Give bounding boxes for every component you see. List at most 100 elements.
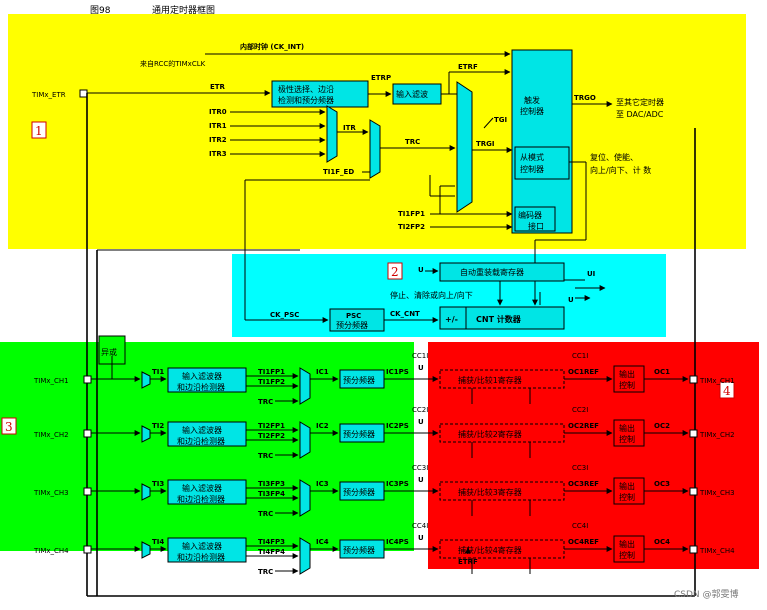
label-icps1: IC1PS (386, 368, 409, 376)
label-ch3-fp-a: TI3FP3 (258, 480, 285, 488)
block-psc-text: 预分频器 (336, 320, 368, 330)
mux-ti4 (141, 541, 151, 559)
label-slave-note-2: 向上/向下、计 数 (590, 165, 651, 175)
block-input-filter-text: 输入滤波 (396, 89, 428, 99)
label-ch2-fp-b: TI2FP2 (258, 432, 285, 440)
label-ocref3: OC3REF (568, 480, 599, 488)
block-output-ctrl-1-text-2: 控制 (619, 380, 635, 390)
block-arr-text: 自动重装载寄存器 (460, 267, 524, 277)
block-trigger-controller-text-2: 控制器 (520, 106, 544, 116)
label-ocref2: OC2REF (568, 422, 599, 430)
block-psc-label: PSC (346, 312, 361, 320)
pin-ch3-in (83, 487, 92, 496)
label-ic2: IC2 (316, 422, 329, 430)
block-polarity-text-1: 极性选择、边沿 (278, 84, 334, 94)
mux-ti2 (141, 425, 151, 443)
pin-ch3-out-label: TIMx_CH3 (699, 489, 735, 497)
label-u-cnt: U (568, 296, 574, 304)
label-u-arr: U (418, 266, 424, 274)
region-number-1: 1 (35, 124, 43, 138)
label-trgo-dest-1: 至其它定时器 (616, 97, 664, 107)
block-output-ctrl-3-text-2: 控制 (619, 492, 635, 502)
block-output-ctrl-4-text-2: 控制 (619, 550, 635, 560)
mux-ic4 (299, 537, 311, 575)
label-cc-out-1: CC1I (572, 352, 588, 360)
block-output-ctrl-2-text-2: 控制 (619, 434, 635, 444)
block-output-ctrl-4 (613, 535, 645, 563)
block-prescaler-ch1-text: 预分频器 (343, 375, 375, 385)
label-etrf: ETRF (458, 63, 478, 71)
block-ccr4-text: 捕获/比较4寄存器 (458, 545, 522, 555)
label-ti3: TI3 (152, 480, 164, 488)
label-ti1: TI1 (152, 368, 164, 376)
block-slave-text-1: 从模式 (520, 152, 544, 162)
label-u-ch3: U (418, 476, 424, 484)
pin-ch1-in (83, 375, 92, 384)
label-ti2fp2-trig: TI2FP2 (398, 223, 425, 231)
label-cc-in-3: CC3I (412, 464, 428, 472)
block-filter-ch2-text-2: 和边沿检测器 (177, 436, 225, 446)
block-ccr3-text: 捕获/比较3寄存器 (458, 487, 522, 497)
label-ocref1: OC1REF (568, 368, 599, 376)
label-ck-psc: CK_PSC (270, 311, 299, 319)
pin-ch2-out (689, 429, 698, 438)
block-output-ctrl-2-text-1: 输出 (619, 423, 635, 433)
label-internal-clock: 内部时钟 (CK_INT) (240, 42, 304, 51)
block-output-ctrl-4-text-1: 输出 (619, 539, 635, 549)
label-itr3: ITR3 (209, 150, 227, 158)
label-ch1-trc: TRC (258, 398, 273, 406)
label-ch2-trc: TRC (258, 452, 273, 460)
pin-ch4-out-label: TIMx_CH4 (699, 547, 735, 555)
pin-etr-label: TIMx_ETR (31, 91, 66, 99)
label-ch4-trc: TRC (258, 568, 273, 576)
region-number-3: 3 (5, 420, 13, 434)
block-filter-ch4 (167, 537, 247, 563)
mux-ic1 (299, 367, 311, 405)
label-cc-in-4: CC4I (412, 522, 428, 530)
label-oc1: OC1 (654, 368, 670, 376)
pin-etr (79, 89, 88, 98)
region-number-2: 2 (391, 265, 399, 279)
block-encoder-text-1: 编码器 (518, 210, 542, 220)
label-trgo: TRGO (574, 94, 596, 102)
mux-itr (326, 105, 338, 163)
label-ch4-fp-b: TI4FP4 (258, 548, 285, 556)
block-filter-ch4-text-2: 和边沿检测器 (177, 552, 225, 562)
label-ch3-fp-b: TI3FP4 (258, 490, 285, 498)
block-filter-ch1-text-1: 输入滤波器 (182, 371, 222, 381)
label-cc-in-2: CC2I (412, 406, 428, 414)
pin-ch4-in (83, 545, 92, 554)
label-ui: UI (587, 270, 595, 278)
label-ti1fp1-trig: TI1FP1 (398, 210, 425, 218)
label-ch1-fp-b: TI1FP2 (258, 378, 285, 386)
block-output-ctrl-1 (613, 365, 645, 393)
label-icps4: IC4PS (386, 538, 409, 546)
watermark: CSDN @郭雯博 (674, 588, 739, 600)
label-ti4: TI4 (152, 538, 164, 546)
mux-ic2 (299, 421, 311, 459)
block-slave-text-2: 控制器 (520, 164, 544, 174)
label-rcc-clock: 来自RCC的TIMxCLK (140, 59, 206, 68)
block-filter-ch3-text-1: 输入滤波器 (182, 483, 222, 493)
pin-ch1-in-label: TIMx_CH1 (33, 377, 69, 385)
block-cnt-text: CNT 计数器 (476, 314, 522, 324)
block-trigger-controller-text-1: 触发 (524, 95, 540, 105)
label-ch4-fp-a: TI4FP3 (258, 538, 285, 546)
pin-ch1-out-label: TIMx_CH1 (699, 377, 735, 385)
label-etr: ETR (210, 83, 226, 91)
mux-trc (369, 119, 381, 179)
pin-ch4-in-label: TIMx_CH4 (33, 547, 69, 555)
label-u-ch2: U (418, 418, 424, 426)
pin-ch2-out-label: TIMx_CH2 (699, 431, 735, 439)
label-tgi: TGI (494, 116, 507, 124)
label-itr1: ITR1 (209, 122, 227, 130)
pin-ch3-in-label: TIMx_CH3 (33, 489, 69, 497)
block-cnt-dir: +/- (445, 315, 458, 324)
block-filter-ch1 (167, 367, 247, 393)
mux-ti3 (141, 483, 151, 501)
label-slave-note-1: 复位、使能、 (590, 152, 638, 162)
block-output-ctrl-3-text-1: 输出 (619, 481, 635, 491)
label-trgo-dest-2: 至 DAC/ADC (616, 110, 664, 119)
label-ic3: IC3 (316, 480, 329, 488)
